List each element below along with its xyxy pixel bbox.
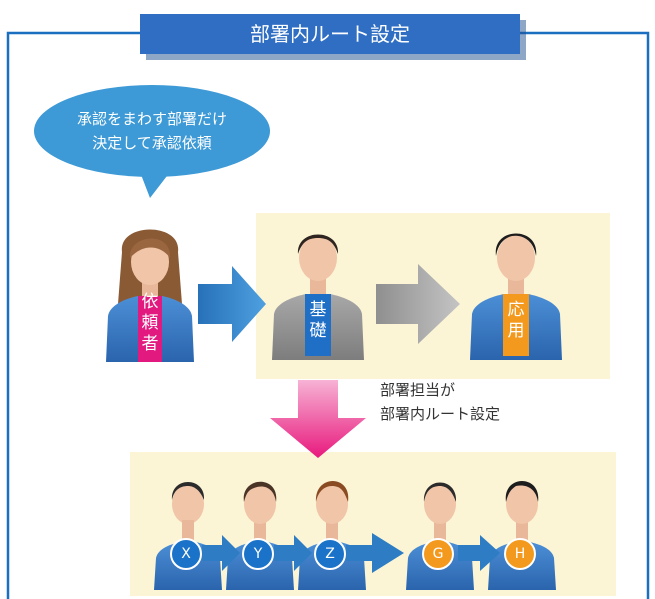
speech-bubble-text: 承認をまわす部署だけ 決定して承認依頼	[37, 107, 267, 155]
requester-sash	[138, 296, 162, 362]
title-banner	[140, 14, 520, 54]
speech-line-2: 決定して承認依頼	[92, 134, 212, 152]
chain-arrow-2	[274, 535, 312, 571]
basic-sash	[305, 294, 331, 356]
speech-bubble	[34, 85, 270, 198]
basic-dept-figure	[272, 234, 364, 360]
page-title: 部署内ルート設定	[250, 22, 410, 46]
approver-chip-x: X	[170, 538, 202, 570]
applied-dept-label: 応用	[507, 300, 525, 341]
chain-arrow-3	[346, 533, 404, 573]
route-note: 部署担当が 部署内ルート設定	[380, 378, 600, 426]
chain-arrow-1	[202, 535, 240, 571]
requester-figure	[106, 229, 194, 362]
approver-chip-g: G	[422, 538, 454, 570]
speech-line-1: 承認をまわす部署だけ	[76, 110, 227, 128]
arrow-down	[270, 380, 366, 458]
chain-arrow-4	[458, 535, 500, 571]
applied-dept-figure	[470, 233, 562, 360]
basic-dept-label: 基礎	[309, 300, 327, 341]
approver-chip-z: Z	[314, 538, 346, 570]
applied-sash	[503, 294, 529, 356]
note-line-1: 部署担当が	[380, 381, 456, 399]
arrow-to-basic	[198, 266, 266, 342]
approver-chip-y: Y	[242, 538, 274, 570]
requester-label: 依頼者	[141, 292, 159, 354]
arrow-to-applied	[376, 264, 460, 344]
note-line-2: 部署内ルート設定	[380, 405, 501, 423]
approver-chip-h: H	[504, 538, 536, 570]
